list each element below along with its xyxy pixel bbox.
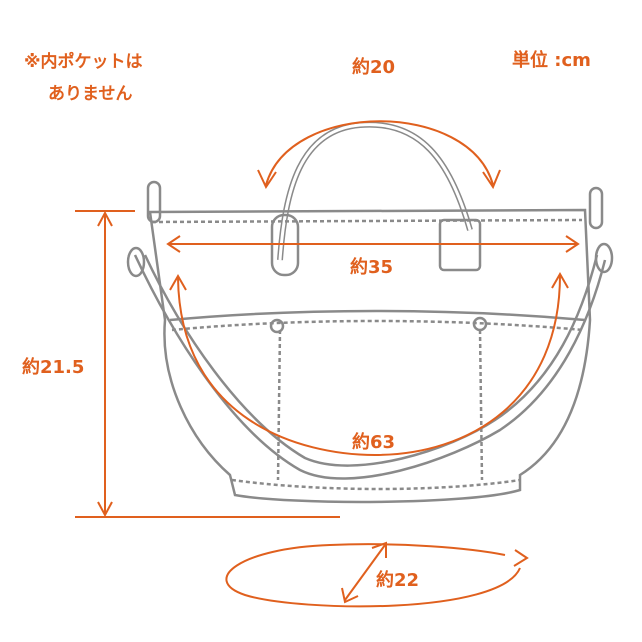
no-inner-pocket-note: ※内ポケットは ありません xyxy=(24,46,143,110)
note-line-2: ありません xyxy=(48,84,133,104)
handle-dimension-label: 約20 xyxy=(352,57,396,78)
bag-outline xyxy=(126,121,614,504)
height-dimension-label: 約21.5 xyxy=(22,357,85,378)
width-dimension-label: 約35 xyxy=(350,257,394,278)
dimension-arrows xyxy=(75,120,580,608)
note-line-1: ※内ポケットは xyxy=(24,52,143,72)
depth-dimension-label: 約22 xyxy=(376,570,420,591)
unit-label: 単位 :cm xyxy=(512,50,591,71)
strap-dimension-label: 約63 xyxy=(352,432,396,453)
